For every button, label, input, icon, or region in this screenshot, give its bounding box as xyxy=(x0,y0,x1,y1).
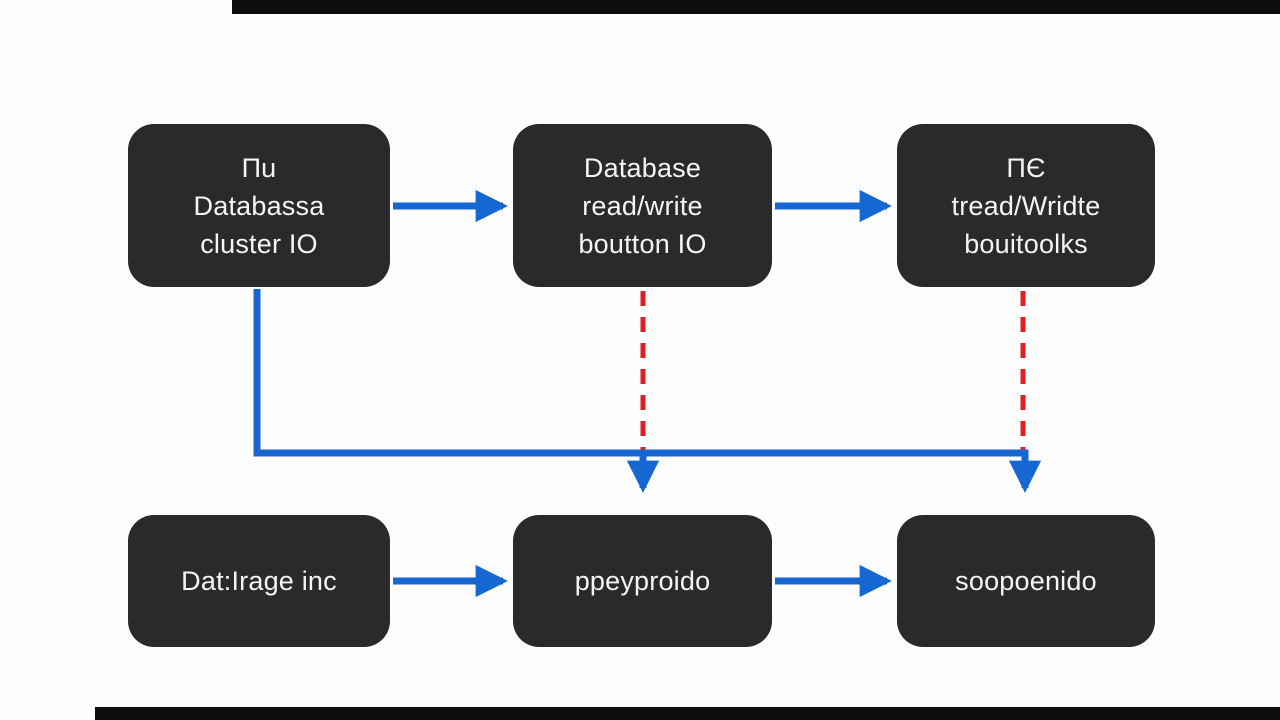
node-line: Databassa xyxy=(193,190,325,221)
node-database-cluster: Пu Databassa cluster IO xyxy=(128,124,390,287)
node-line: read/write xyxy=(582,190,703,221)
node-soopoenido: soopoenido xyxy=(897,515,1155,647)
node-line: Database xyxy=(583,152,702,183)
node-datirage-inc: Dat:Irage inc xyxy=(128,515,390,647)
node-line: soopoenido xyxy=(955,566,1097,596)
node-line: ppeyproido xyxy=(574,566,711,596)
node-ppeyproido: ppeyproido xyxy=(513,515,772,647)
top-crop-bar xyxy=(232,0,1280,14)
node-line: bouitoolks xyxy=(964,228,1088,259)
node-line: cluster IO xyxy=(200,228,318,259)
node-database-read-write: Database read/write boutton IO xyxy=(513,124,772,287)
bottom-crop-bar xyxy=(95,707,1280,720)
elbow-left-to-bottom-right xyxy=(253,289,1042,493)
node-line: Dat:Irage inc xyxy=(181,566,337,596)
node-line: tread/Wridte xyxy=(951,190,1101,221)
node-line: ΠЄ xyxy=(1006,152,1046,183)
node-tread-wridte: ΠЄ tread/Wridte bouitoolks xyxy=(897,124,1155,287)
node-line: Пu xyxy=(241,152,277,183)
node-line: boutton IO xyxy=(578,228,707,259)
